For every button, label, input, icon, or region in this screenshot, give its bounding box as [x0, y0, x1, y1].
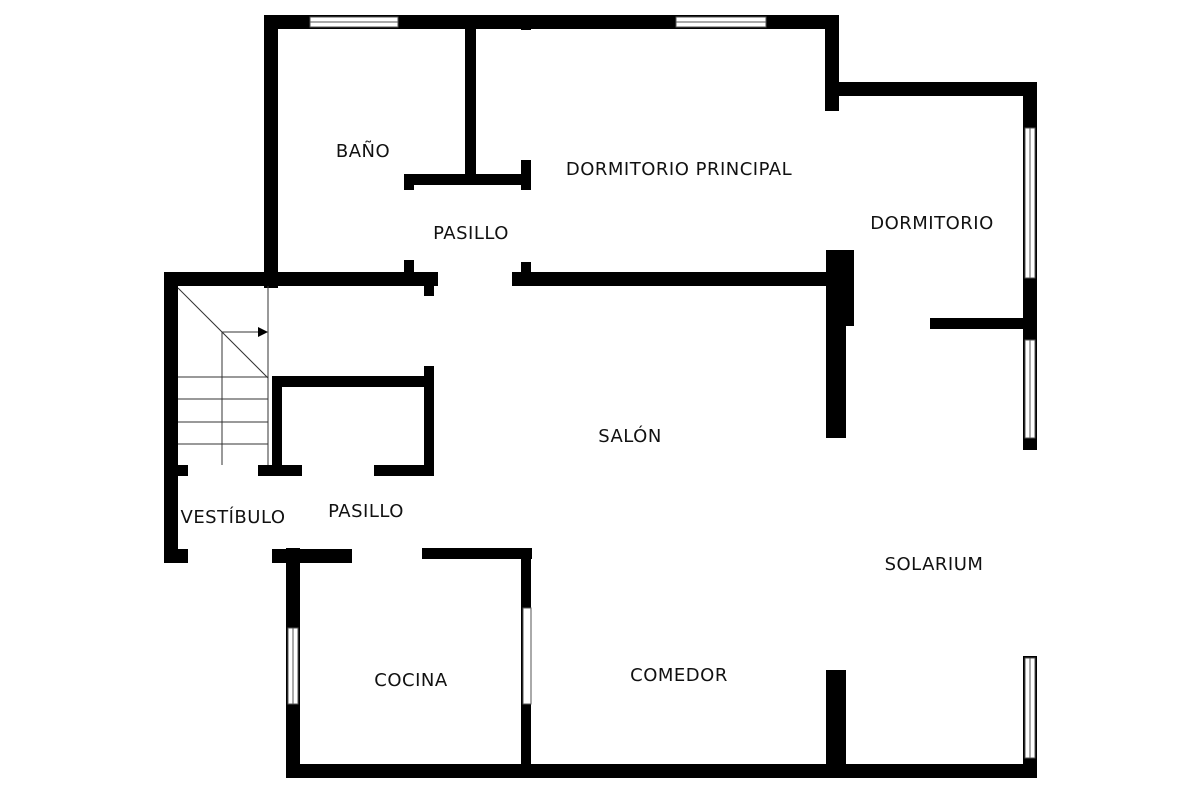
- wall-closet-left: [272, 376, 282, 476]
- wall-salon-right-top: [826, 250, 846, 438]
- wall-bottom: [286, 764, 1037, 778]
- wall-dormitorio-bottom: [930, 318, 1037, 329]
- walls: [164, 15, 1037, 778]
- wall-closet-bottom-left: [258, 465, 302, 476]
- wall-salon-left-mid: [424, 366, 434, 476]
- wall-upper-right: [825, 15, 839, 111]
- wall-stair-top: [164, 272, 434, 286]
- wall-mid-horizontal: [512, 272, 839, 286]
- wall-dorm-left-2: [521, 160, 531, 190]
- room-label-solarium: SOLARIUM: [885, 554, 984, 575]
- opening-solarium-right: [1023, 450, 1037, 656]
- room-label-vestibulo: VESTÍBULO: [181, 506, 286, 528]
- wall-left-upper: [264, 15, 278, 288]
- wall-salon-right-stub: [846, 250, 854, 326]
- wall-vestibulo-top-stub: [176, 465, 188, 476]
- windows: [287, 16, 1037, 759]
- stairs: [177, 286, 269, 465]
- room-label-dormitorio-principal: DORMITORIO PRINCIPAL: [566, 159, 792, 180]
- wall-salon-right-bottom: [826, 670, 846, 778]
- wall-stair-left: [164, 272, 178, 563]
- stair-arrow-icon: [258, 327, 268, 337]
- window-cocina-right: [522, 607, 532, 705]
- stair-diagonal-1: [177, 287, 269, 379]
- wall-cocina-top: [422, 548, 532, 559]
- room-label-pasillo-top: PASILLO: [433, 223, 509, 244]
- room-label-comedor: COMEDOR: [630, 665, 728, 686]
- wall-pasillo-left-stub: [404, 174, 414, 190]
- wall-dorm-left: [521, 15, 531, 30]
- wall-salon-left-top: [424, 272, 434, 296]
- wall-dormitorio-top: [825, 82, 1037, 96]
- room-labels: BAÑO PASILLO DORMITORIO PRINCIPAL DORMIT…: [181, 140, 994, 691]
- room-label-bano: BAÑO: [336, 140, 390, 162]
- wall-closet-bottom-right: [374, 465, 434, 476]
- wall-closet-top: [272, 376, 434, 387]
- wall-vestibulo-bottom-2: [272, 549, 352, 563]
- wall-vestibulo-bottom: [164, 549, 188, 563]
- room-label-dormitorio: DORMITORIO: [870, 213, 994, 234]
- room-label-salon: SALÓN: [598, 425, 662, 447]
- wall-dorm-left-3: [521, 262, 531, 286]
- room-label-pasillo-left: PASILLO: [328, 501, 404, 522]
- wall-bano-right: [465, 15, 476, 185]
- wall-pasillo-left-stub-2: [404, 260, 414, 286]
- wall-pasillo-top: [404, 174, 530, 185]
- room-label-cocina: COCINA: [374, 670, 448, 691]
